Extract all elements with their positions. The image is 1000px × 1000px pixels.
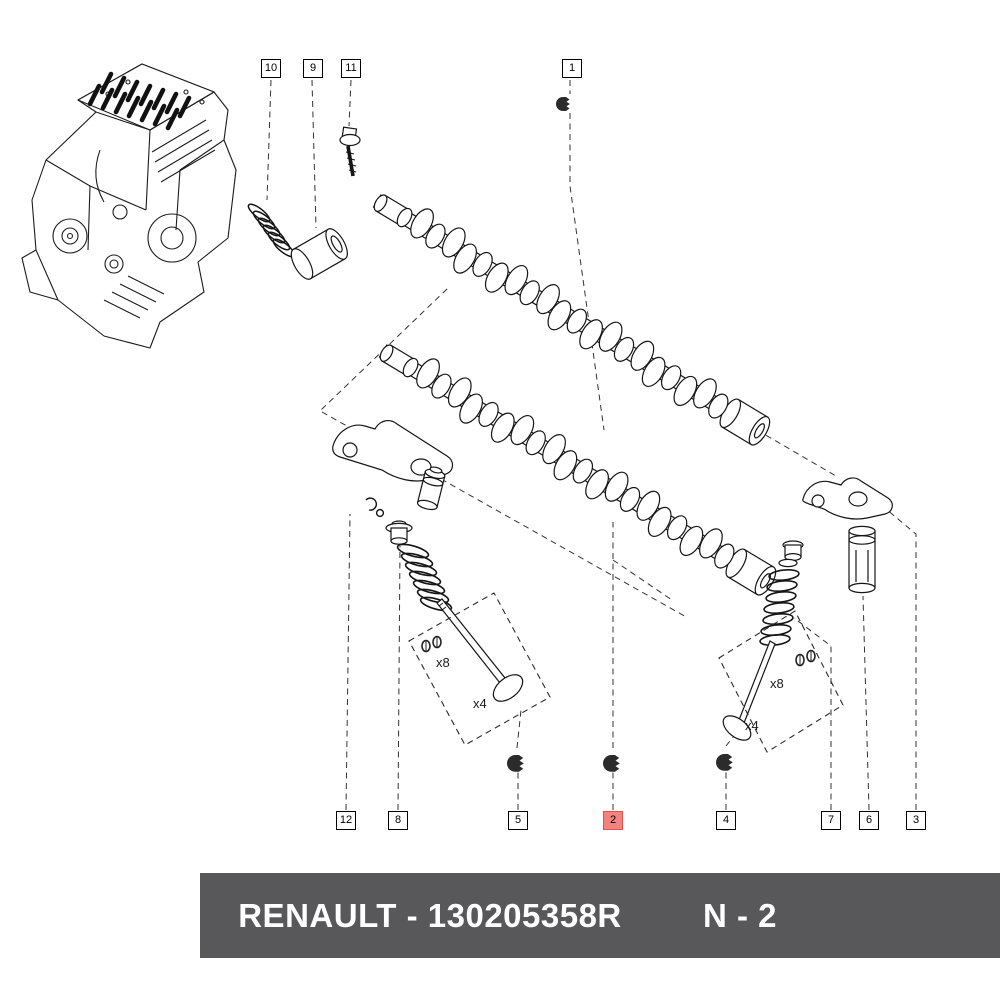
callout-9[interactable]: 9 (303, 59, 323, 78)
seal-icon-4 (716, 754, 733, 771)
callout-3[interactable]: 3 (906, 811, 926, 830)
seal-icon-5 (507, 755, 524, 772)
qty-label-left-x8: x8 (436, 655, 450, 670)
callout-5[interactable]: 5 (508, 811, 528, 830)
valve-keeper-icon-left (421, 635, 442, 653)
bolt (339, 126, 361, 177)
hydraulic-lifter (848, 525, 876, 594)
qty-label-left-x4: x4 (473, 696, 487, 711)
tappet-bucket (290, 228, 348, 280)
seal-icon-2 (603, 755, 620, 772)
callout-12[interactable]: 12 (336, 811, 356, 830)
valve-stem-seal-left (385, 520, 413, 545)
ignition-coil-hatching (87, 71, 192, 131)
leader-lines (266, 79, 917, 811)
footer-bar: RENAULT - 130205358R N - 2 (200, 873, 1000, 958)
camshaft-upper (365, 182, 777, 453)
camshaft-plug-icon (556, 97, 570, 111)
valve-left (436, 598, 524, 702)
callout-11[interactable]: 11 (341, 59, 361, 78)
valve-spring-right (759, 568, 800, 647)
callout-7[interactable]: 7 (821, 811, 841, 830)
callout-10[interactable]: 10 (261, 59, 281, 78)
lash-adjuster-left (416, 466, 446, 511)
group-box-right (718, 610, 844, 753)
part-number-label: RENAULT - 130205358R (238, 896, 622, 934)
callout-1[interactable]: 1 (562, 59, 582, 78)
group-box-left (408, 592, 551, 746)
callout-6[interactable]: 6 (859, 811, 879, 830)
rocker-arm-right (802, 477, 893, 520)
qty-label-right-x4: x4 (745, 718, 759, 733)
callout-4[interactable]: 4 (716, 811, 736, 830)
valve-keeper-icon-right (795, 649, 816, 667)
retaining-clip (365, 497, 385, 518)
page-indicator: N - 2 (702, 896, 778, 934)
qty-label-right-x8: x8 (770, 676, 784, 691)
spring-retainer-right (778, 558, 798, 568)
spring-small (247, 203, 296, 258)
callout-8[interactable]: 8 (388, 811, 408, 830)
valve-stem-seal-right (782, 540, 804, 561)
engine-thumbnail (21, 63, 237, 349)
valve-right (722, 640, 776, 741)
callout-2-selected[interactable]: 2 (603, 811, 623, 830)
valve-spring-left (396, 543, 453, 612)
